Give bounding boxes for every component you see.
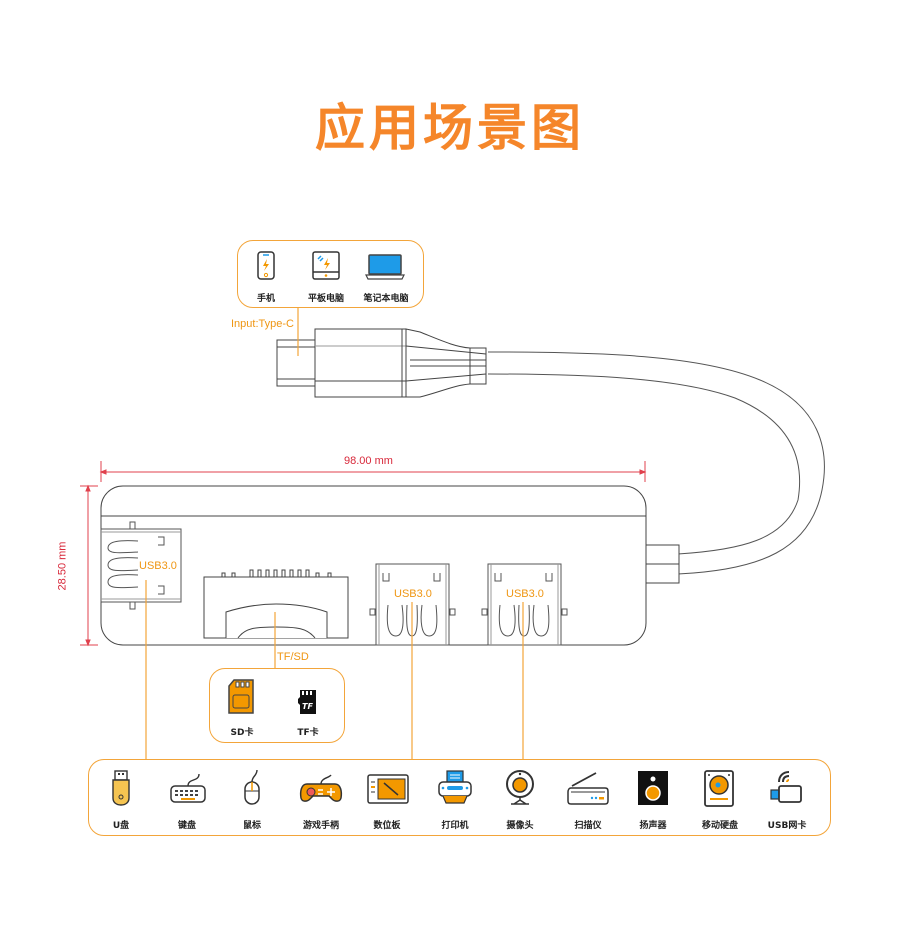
webcam-icon <box>506 770 534 805</box>
peripheral-label: 游戏手柄 <box>302 821 339 831</box>
peripheral-label: USB网卡 <box>767 821 807 831</box>
scanner-icon <box>567 772 609 805</box>
keyboard-icon <box>170 773 206 803</box>
leader-lines <box>145 308 524 759</box>
device-label: 手机 <box>256 294 275 304</box>
peripheral-label: 移动硬盘 <box>701 821 738 831</box>
width-dimension-label: 98.00 mm <box>344 455 393 467</box>
peripheral-label: 扬声器 <box>639 821 667 831</box>
tf-icon-text: TF <box>302 702 313 711</box>
sd-card-icon <box>228 679 254 714</box>
card-label: SD卡 <box>230 728 254 738</box>
usb-port-right <box>481 563 568 646</box>
usb-middle-label: USB3.0 <box>394 588 432 600</box>
tf-card-icon: TF <box>298 690 316 714</box>
usb-drive-icon <box>112 770 130 806</box>
device-label: 平板电脑 <box>307 294 344 304</box>
device-label: 笔记本电脑 <box>363 294 409 304</box>
dimension-width <box>99 461 647 482</box>
peripheral-label: 扫描仪 <box>574 821 602 831</box>
peripherals-box: U盘 键盘 鼠标 游戏手柄 数位板 打印机 摄像头 扫描仪 扬声器 移动硬盘 U… <box>88 759 831 836</box>
input-devices-box: 手机 平板电脑 笔记本电脑 <box>237 240 424 308</box>
printer-icon <box>438 770 472 804</box>
card-label: TF卡 <box>297 728 319 738</box>
page-title: 应用场景图 <box>315 99 585 157</box>
usb-right-label: USB3.0 <box>506 588 544 600</box>
usb-left-label: USB3.0 <box>139 560 177 572</box>
peripheral-label: 数位板 <box>373 821 401 831</box>
dimension-height <box>80 484 98 647</box>
usb-wifi-adapter-icon <box>770 771 802 803</box>
usb-port-left <box>100 521 182 610</box>
hard-drive-icon <box>704 770 734 807</box>
sd-card-slot <box>203 569 349 639</box>
drawing-tablet-icon <box>367 774 409 804</box>
peripheral-label: 键盘 <box>177 821 196 831</box>
laptop-icon <box>365 254 405 280</box>
speaker-icon <box>638 771 668 805</box>
peripheral-label: 打印机 <box>441 821 469 831</box>
peripheral-label: 鼠标 <box>242 821 261 831</box>
phone-icon <box>257 251 275 280</box>
mouse-icon <box>244 769 260 805</box>
cable <box>487 351 825 575</box>
peripheral-label: 摄像头 <box>506 821 534 831</box>
height-dimension-label: 28.50 mm <box>56 541 69 591</box>
gamepad-icon <box>299 774 343 802</box>
tablet-icon <box>312 251 340 280</box>
peripheral-label: U盘 <box>112 821 130 831</box>
card-types-box: TF SD卡 TF卡 <box>209 668 345 743</box>
input-label: Input:Type-C <box>231 318 294 330</box>
type-c-connector <box>276 328 487 398</box>
card-slot-label: TF/SD <box>277 651 309 663</box>
